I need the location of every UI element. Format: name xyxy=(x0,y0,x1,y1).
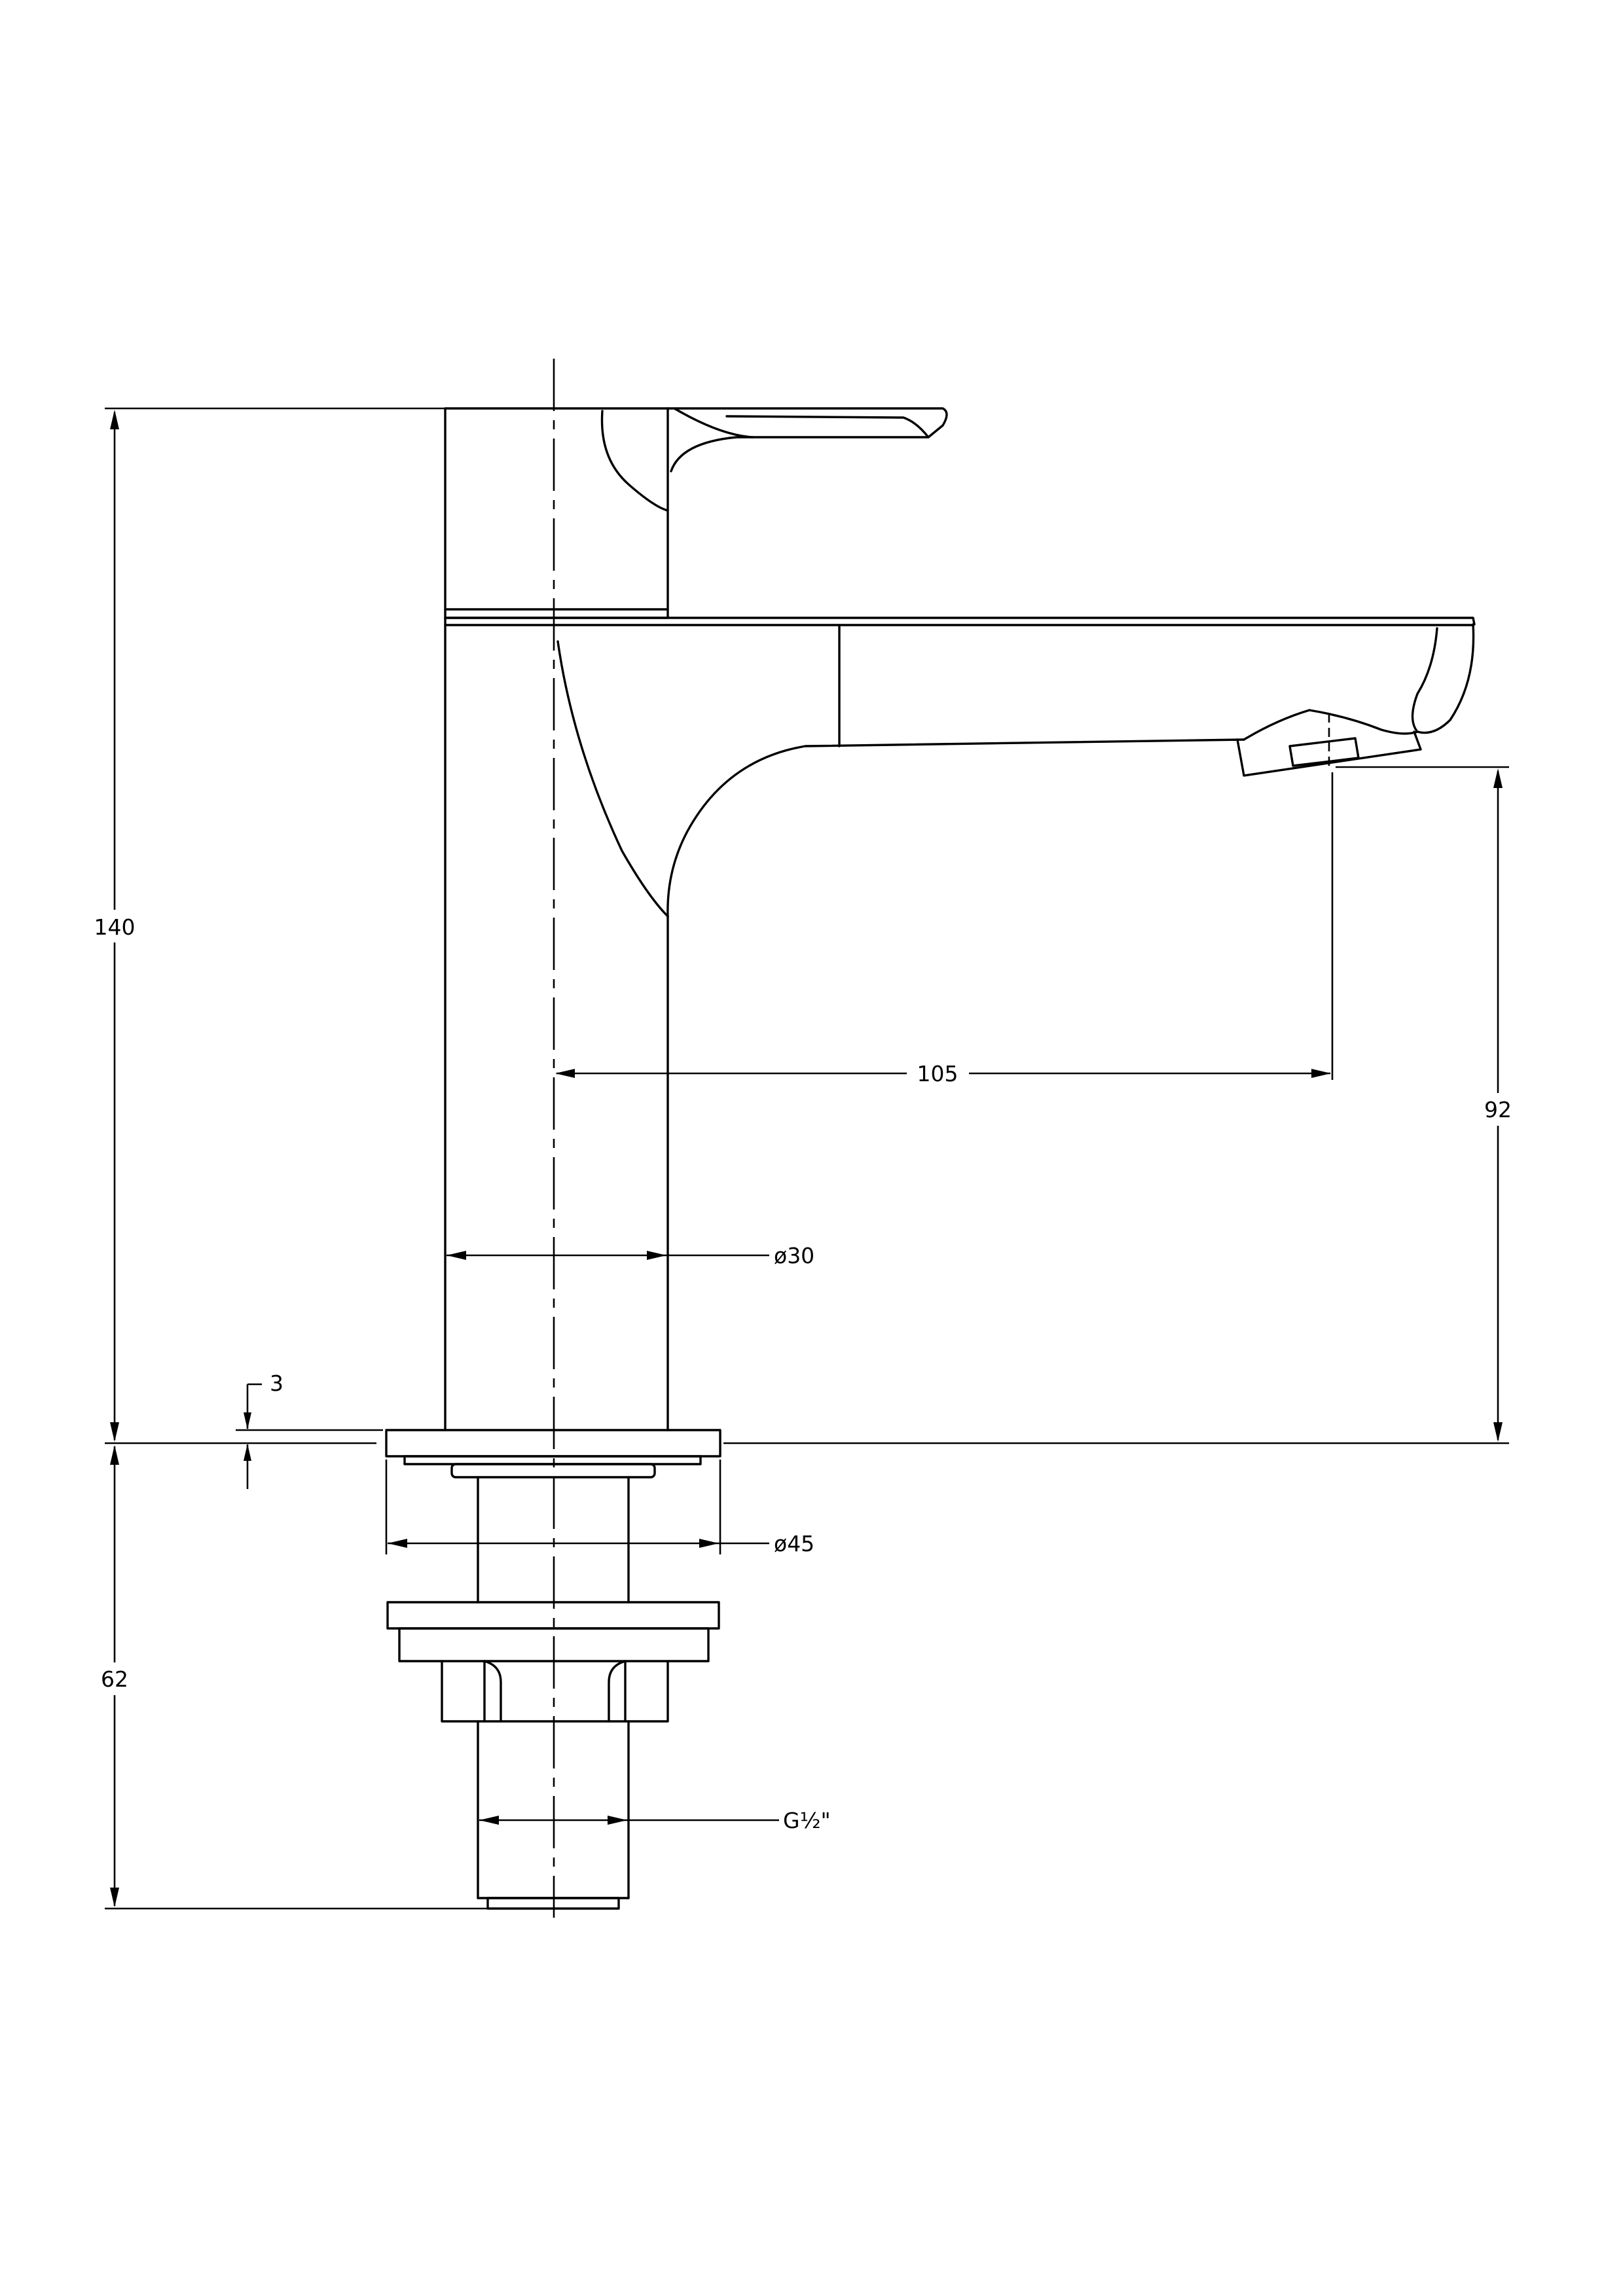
flange-thickness-label: 3 xyxy=(270,1371,283,1396)
dimension-flange-thickness: 3 xyxy=(236,1371,383,1489)
body-diameter-label: ø30 xyxy=(774,1243,814,1268)
dimension-base-diameter: ø45 xyxy=(385,1460,814,1556)
shank-length-label: 62 xyxy=(101,1666,128,1692)
dimension-shank-length: 62 xyxy=(101,1445,488,1910)
dimension-spout-height: 92 xyxy=(723,766,1512,1444)
handle xyxy=(444,407,948,619)
base-diameter-label: ø45 xyxy=(774,1531,814,1556)
dimension-body-diameter: ø30 xyxy=(447,1243,814,1268)
dimension-total-height: 140 xyxy=(94,407,445,1444)
total-height-label: 140 xyxy=(94,914,136,940)
spout-reach-label: 105 xyxy=(917,1061,958,1086)
dimension-thread: G½" xyxy=(479,1808,831,1833)
tap-body xyxy=(444,617,1476,1431)
shank xyxy=(386,1476,720,1910)
spout-height-label: 92 xyxy=(1484,1097,1512,1122)
dimension-spout-reach: 105 xyxy=(555,772,1334,1086)
thread-label: G½" xyxy=(783,1808,831,1833)
base-flange xyxy=(385,1429,721,1479)
